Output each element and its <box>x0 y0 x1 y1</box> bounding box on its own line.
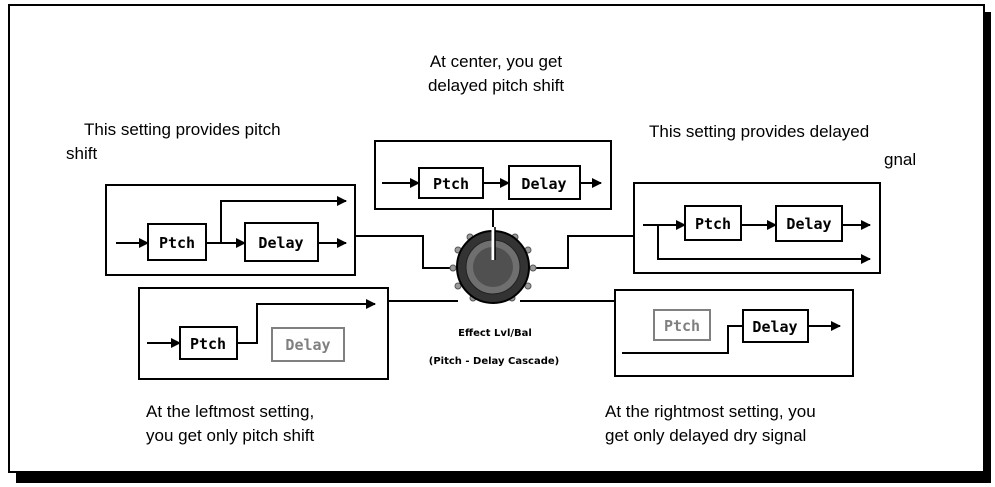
right-bottom-panel: Ptch Delay <box>614 289 854 377</box>
caption-center: At center, you get delayed pitch shift <box>396 50 596 98</box>
caption-rightmost-line2: get only delayed dry signal <box>605 426 807 445</box>
pitch-block-label: Ptch <box>433 175 469 193</box>
caption-left-top-line2: shift <box>66 144 98 163</box>
delay-block-label: Delay <box>521 175 566 193</box>
center-panel: Ptch Delay <box>374 140 612 210</box>
left-bottom-panel: Ptch Delay <box>138 287 389 380</box>
caption-rightmost-line1: At the rightmost setting, you <box>605 402 816 421</box>
pitch-block <box>684 205 742 241</box>
caption-center-line2: delayed pitch shift <box>427 76 565 95</box>
delay-block-label: Delay <box>752 318 797 336</box>
pitch-block-label: Ptch <box>159 234 195 252</box>
delay-block-label-disabled: Delay <box>285 336 330 354</box>
caption-right-top-line1: This setting provides delayed <box>649 122 869 141</box>
caption-leftmost: At the leftmost setting, you get only pi… <box>146 400 314 448</box>
delay-block <box>244 222 319 262</box>
line-to-left-top-panel <box>355 235 455 269</box>
line-to-right-top-panel <box>528 235 633 269</box>
delay-block <box>742 309 809 343</box>
delay-block-label: Delay <box>786 215 831 233</box>
delay-block-disabled <box>271 327 345 362</box>
delay-block <box>508 165 581 200</box>
pitch-block <box>179 326 238 360</box>
pitch-block-label-disabled: Ptch <box>664 317 700 335</box>
caption-left-top: This setting provides pitch shift <box>66 118 281 166</box>
right-bottom-panel-box <box>614 289 854 377</box>
caption-leftmost-line2: you get only pitch shift <box>146 426 315 445</box>
pitch-block-label: Ptch <box>190 335 226 353</box>
pitch-block <box>418 167 484 199</box>
effect-level-knob[interactable] <box>449 227 537 304</box>
caption-right-top-mask <box>860 149 920 171</box>
caption-right-top-line2: gnal <box>884 150 916 169</box>
knob-label-line1: Effect Lvl/Bal <box>458 328 532 339</box>
knob-connection-lines <box>355 208 633 302</box>
left-top-panel: Ptch Delay <box>105 184 356 276</box>
caption-center-line1: At center, you get <box>429 52 563 71</box>
pitch-block-label: Ptch <box>695 215 731 233</box>
delay-block-label: Delay <box>258 234 303 252</box>
caption-leftmost-line1: At the leftmost setting, <box>146 402 315 421</box>
caption-rightmost: At the rightmost setting, you get only d… <box>605 400 816 448</box>
caption-left-top-line1: This setting provides pitch <box>84 120 281 139</box>
knob-cap <box>473 247 513 287</box>
left-bottom-panel-box <box>138 287 389 380</box>
pitch-block-disabled <box>653 309 711 341</box>
right-top-panel: Ptch Delay <box>633 182 881 274</box>
delay-block <box>775 205 843 242</box>
knob-label-line2: (Pitch - Delay Cascade) <box>429 356 559 367</box>
pitch-block <box>147 223 207 261</box>
